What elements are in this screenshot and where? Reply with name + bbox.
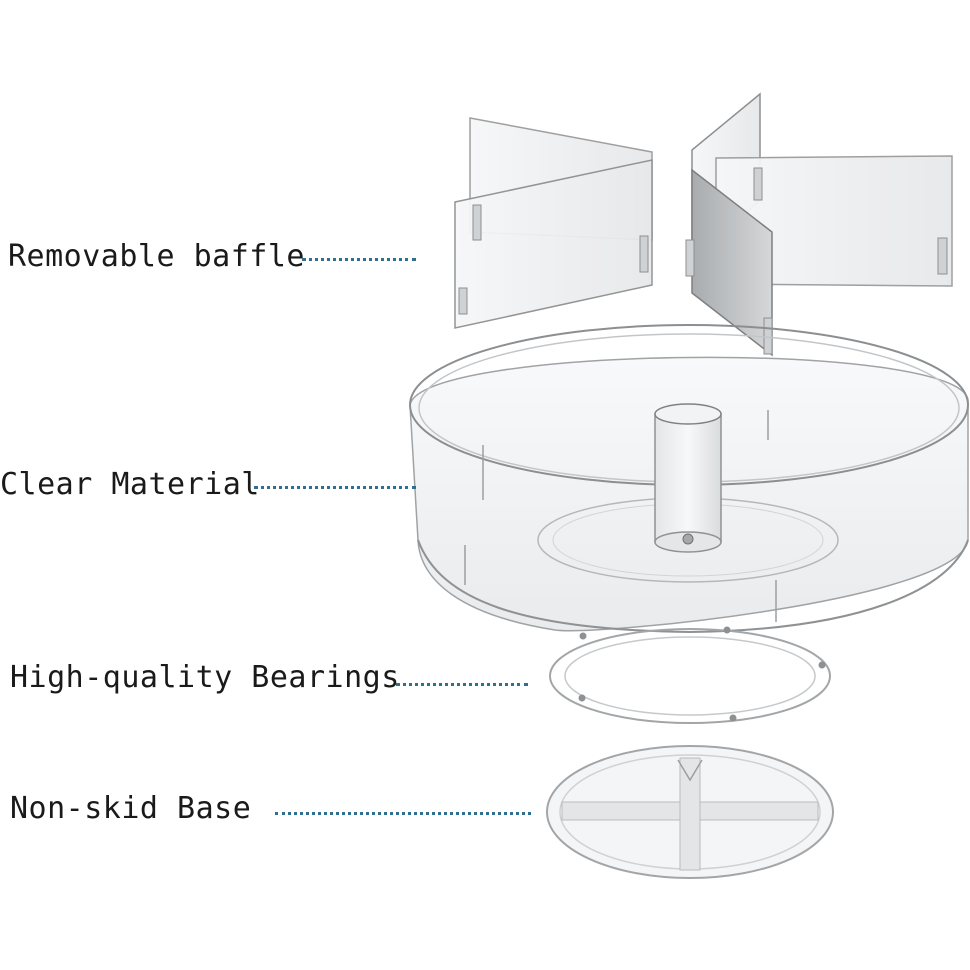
tube-top: [654, 403, 722, 425]
bearing-ball: [818, 661, 826, 669]
label-non-skid-base: Non-skid Base: [10, 791, 252, 826]
tube-body: [654, 413, 722, 543]
center-pivot: [682, 533, 694, 545]
leader-line-baffle: [302, 258, 416, 261]
base-cross-vertical: [679, 757, 701, 871]
baffle-panel-left-front: [454, 159, 653, 329]
baffle-clip: [472, 204, 482, 241]
label-bearings: High-quality Bearings: [10, 660, 400, 695]
bearing-ball: [729, 714, 737, 722]
bearing-ball: [578, 694, 586, 702]
bearing-ring-inner: [564, 636, 816, 716]
bearing-ring: [549, 626, 831, 724]
baffle-clip: [937, 237, 948, 275]
leader-line-bearings: [396, 683, 528, 686]
bearing-ring-outer: [549, 628, 831, 724]
bearing-ball: [723, 626, 731, 634]
base-notch: [677, 759, 703, 782]
leader-line-base: [275, 812, 531, 815]
leader-line-material: [254, 486, 416, 489]
label-removable-baffle: Removable baffle: [8, 239, 305, 274]
baffle-clip: [753, 167, 763, 201]
baffle-clip: [763, 317, 773, 355]
baffle-clip: [685, 239, 695, 277]
baffle-clip: [458, 287, 468, 315]
non-skid-base: [546, 745, 834, 879]
tray-bottom-edge: [417, 539, 969, 634]
label-clear-material: Clear Material: [0, 467, 260, 502]
center-tube: [654, 403, 722, 553]
removable-baffle: [454, 92, 953, 357]
bearing-ball: [579, 632, 587, 640]
baffle-clip: [639, 235, 649, 273]
